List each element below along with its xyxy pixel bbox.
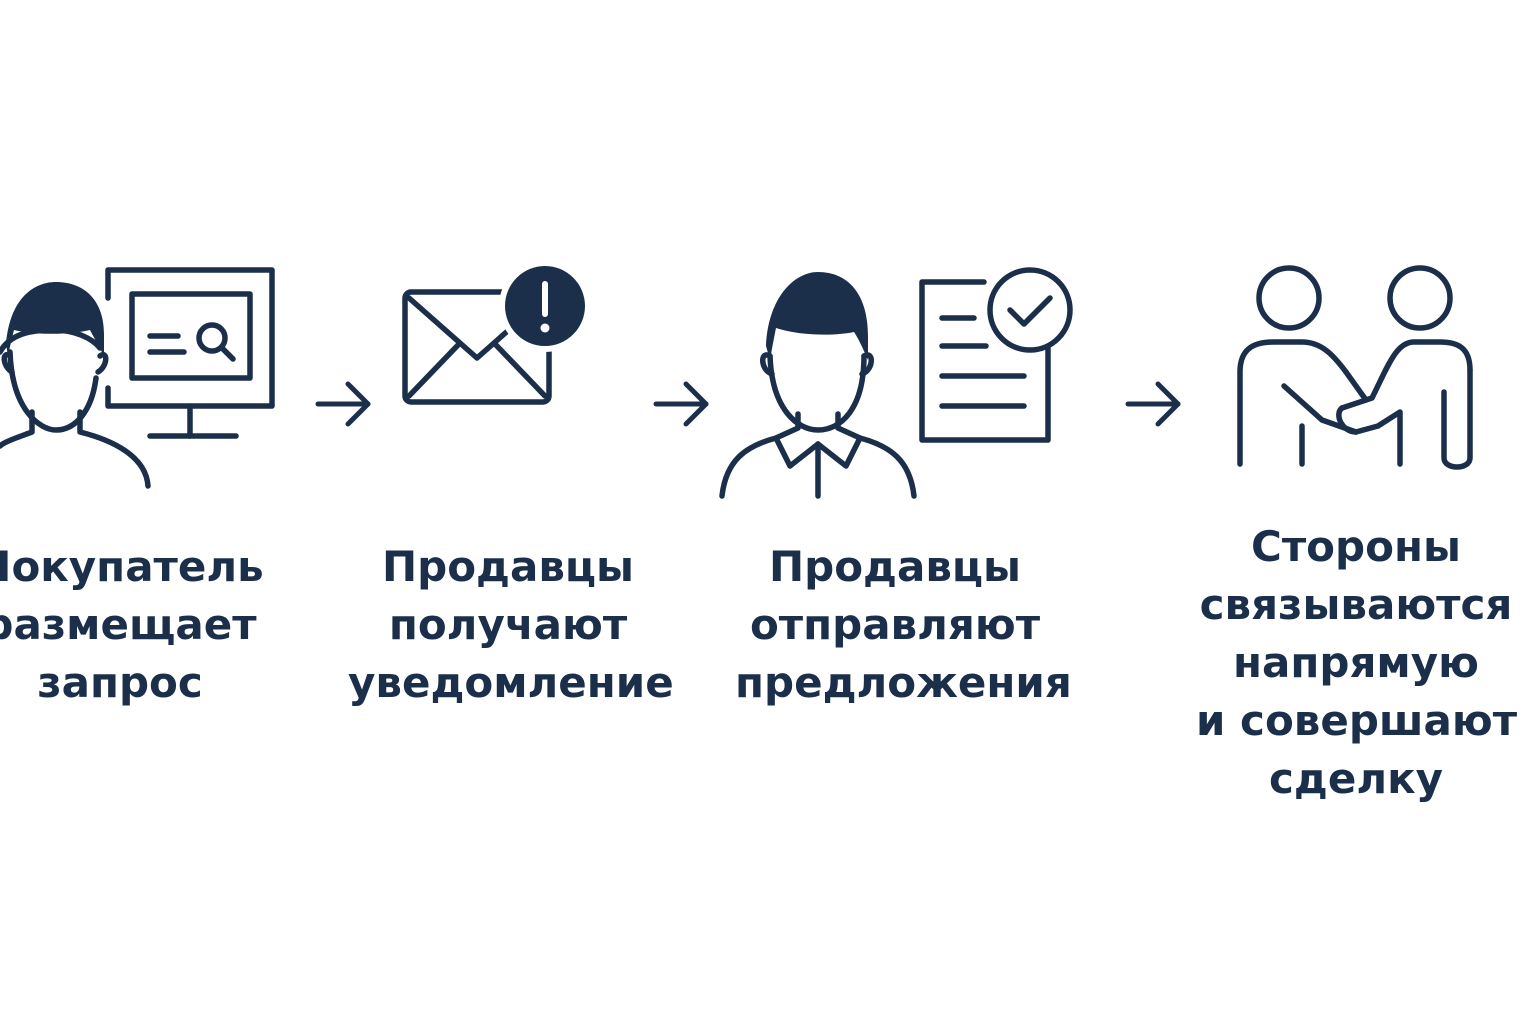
- caption-line: предложения: [735, 658, 1072, 707]
- arrow-right-icon: [1125, 381, 1181, 427]
- caption-line: Покупатель: [0, 542, 264, 591]
- caption-line: Продавцы: [768, 542, 1022, 591]
- step-1-caption: Покупатель размещает запрос: [0, 538, 280, 712]
- envelope-alert-icon: [402, 260, 591, 405]
- caption-line: Продавцы: [381, 542, 635, 591]
- caption-line: уведомление: [348, 658, 674, 707]
- arrow-right-icon: [315, 381, 371, 427]
- caption-line: размещает: [0, 600, 257, 649]
- caption-line: сделку: [1269, 754, 1443, 803]
- arrow-right-icon: [653, 381, 709, 427]
- caption-line: напрямую: [1233, 638, 1479, 687]
- caption-line: получают: [388, 600, 628, 649]
- caption-line: отправляют: [749, 600, 1041, 649]
- step-4-caption: Стороны связываются напрямую и совершают…: [1196, 518, 1518, 808]
- buyer-with-monitor-search-icon: [0, 267, 275, 489]
- step-3-caption: Продавцы отправляют предложения: [735, 538, 1072, 712]
- step-2-caption: Продавцы получают уведомление: [348, 538, 674, 712]
- caption-line: запрос: [37, 658, 203, 707]
- caption-line: и совершают: [1196, 696, 1518, 745]
- seller-with-checked-document-icon: [719, 267, 1073, 499]
- handshake-icon: [1237, 265, 1473, 470]
- caption-line: связываются: [1199, 580, 1513, 629]
- caption-line: Стороны: [1251, 522, 1461, 571]
